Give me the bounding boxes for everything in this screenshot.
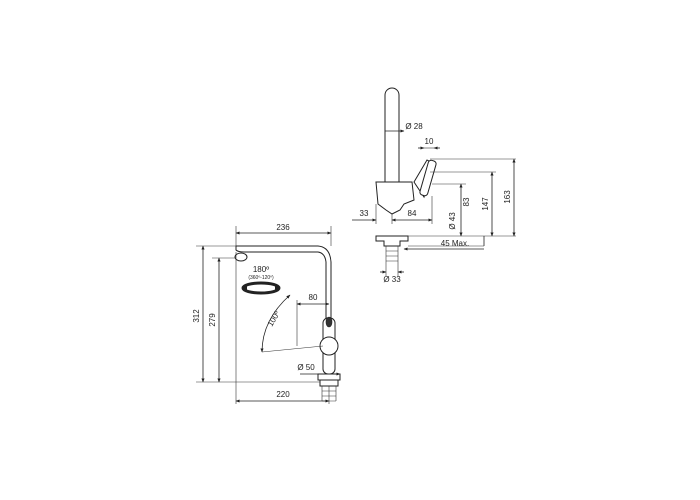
dim-label-d28: Ø 28 [405, 122, 423, 131]
rotation-indicator: 180º (360º-120º) [241, 265, 281, 295]
dim-33-left: 33 [352, 204, 377, 224]
dim-label-84: 84 [408, 209, 417, 218]
front-view: Ø 28 10 33 84 83 [352, 87, 516, 284]
dim-label-236: 236 [276, 223, 290, 232]
dim-label-220: 220 [276, 390, 290, 399]
dim-label-147: 147 [481, 197, 490, 211]
dim-label-100: 100º [266, 309, 282, 328]
dim-45-max: 45 Max. [403, 236, 485, 251]
dim-lever-10: 10 [418, 137, 440, 150]
dim-height-279: 279 [208, 257, 236, 383]
dim-verticals-right: 83 Ø 43 147 163 [408, 158, 516, 247]
dim-label-33: 33 [360, 209, 369, 218]
dim-diameter-33: Ø 33 [380, 264, 404, 284]
dim-label-10: 10 [425, 137, 434, 146]
dim-width-236: 236 [235, 223, 332, 246]
dim-reach-220: 220 [235, 252, 330, 404]
dim-84: 84 [391, 196, 433, 224]
dim-label-312: 312 [192, 309, 201, 323]
side-faucet-body [234, 245, 341, 402]
front-faucet-body [375, 87, 437, 264]
dim-label-80: 80 [309, 293, 318, 302]
dim-label-45max: 45 Max. [441, 239, 469, 248]
dim-label-d33: Ø 33 [383, 275, 401, 284]
lever-swing-arc: 100º [260, 294, 324, 353]
dim-diameter-28: Ø 28 [385, 122, 423, 133]
dim-80: 80 [296, 293, 330, 346]
dim-diameter-50: Ø 50 [297, 363, 341, 376]
dim-label-180: 180º [253, 265, 269, 274]
side-view: 236 312 279 180º (360º-120º) 100º [192, 223, 341, 404]
dim-label-d43: Ø 43 [448, 212, 457, 230]
dim-label-83: 83 [462, 197, 471, 206]
dim-label-279: 279 [208, 313, 217, 327]
dim-label-d50: Ø 50 [297, 363, 315, 372]
dim-height-312: 312 [192, 245, 320, 383]
dim-label-163: 163 [503, 190, 512, 204]
dim-label-180-sub: (360º-120º) [248, 275, 274, 281]
